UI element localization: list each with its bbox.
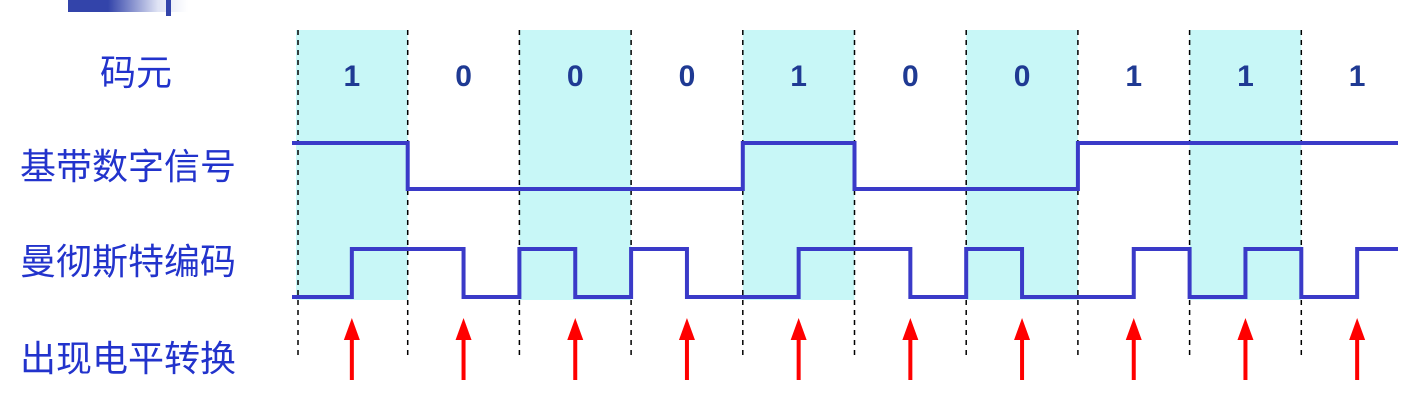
transition-arrow: [790, 318, 807, 380]
transition-arrow: [1125, 318, 1142, 380]
bit-value: 0: [455, 60, 472, 93]
baseband-signal-label: 基带数字信号: [20, 147, 237, 188]
bit-value: 1: [1349, 60, 1366, 93]
transition-arrow: [343, 318, 360, 380]
bit-value: 1: [344, 60, 361, 93]
transition-arrow: [1237, 318, 1254, 380]
transition-arrow: [1349, 318, 1366, 380]
manchester-encoding-label: 曼彻斯特编码: [20, 242, 237, 283]
bit-value: 0: [1014, 60, 1031, 93]
bit-value: 1: [1237, 60, 1254, 93]
slide-corner-decoration: [68, 0, 188, 16]
transition-arrow: [1014, 318, 1031, 380]
transition-arrows: [343, 318, 1366, 380]
code-element-label: 码元: [100, 53, 173, 94]
transition-arrow: [455, 318, 472, 380]
bit-boundary-dividers: [297, 30, 1303, 355]
bit-value: 0: [567, 60, 584, 93]
bit-value: 0: [679, 60, 696, 93]
transition-arrow: [902, 318, 919, 380]
level-transition-label: 出现电平转换: [20, 339, 237, 380]
bit-value: 0: [902, 60, 919, 93]
bit-values: 1 0 0 0 1 0 0 1 1 1: [344, 60, 1366, 93]
bit-value: 1: [790, 60, 807, 93]
transition-arrow: [678, 318, 695, 380]
manchester-waveform: [292, 247, 1398, 299]
baseband-waveform: [292, 141, 1398, 191]
transition-arrow: [567, 318, 584, 380]
bit-value: 1: [1125, 60, 1142, 93]
